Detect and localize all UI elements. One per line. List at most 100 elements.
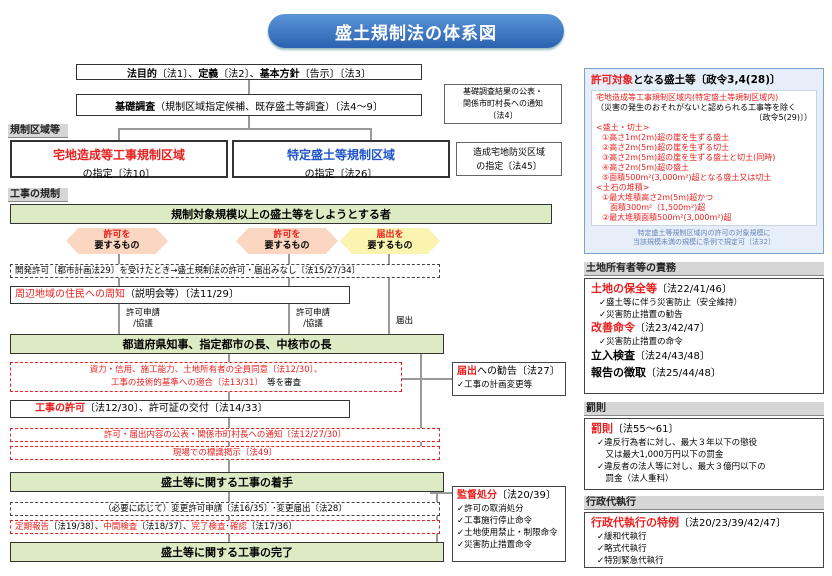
- flow-line-zones: [118, 128, 372, 130]
- section-proxy: 行政代執行: [584, 496, 824, 510]
- proxy-item-2: ✓略式代執行: [597, 544, 647, 554]
- hex-permit-left-line2: 要するもの: [94, 241, 140, 251]
- flow-line-advice: [420, 345, 422, 455]
- owner-box: 土地の保全等〔法22/41/46〕 ✓盛土等に伴う災害防止（安全維持） ✓災害防…: [584, 278, 824, 394]
- proxy-title-red: 行政代執行の特例: [591, 516, 679, 529]
- scope-box: 許可対象となる盛土等〔政令3,4(28)〕 宅地造成等工事規制区域内(特定盛土等…: [584, 68, 824, 254]
- flow-line-advice-h: [390, 378, 452, 380]
- hex-notify-line1: 届出を: [376, 230, 404, 240]
- sign-text: 現場での標識掲示〔法49〕: [172, 448, 278, 458]
- inspect-text: 定期報告〔法19/38〕、中間検査〔法18/37〕、完了検査･確認〔法17/36…: [15, 522, 297, 532]
- owner-i4-bold: 報告の徴取: [591, 366, 646, 379]
- survey-box: 基礎調査（規制区域指定候補、既存盛土等調査）〔法4～9〕: [76, 94, 422, 116]
- authority-box: 都道府県知事、指定都市の長、中核市の長: [10, 334, 444, 354]
- flow-line-center: [288, 232, 290, 334]
- supervision-item-4: ✓災害防止措置命令: [457, 540, 533, 550]
- supervision-title-red: 監督処分: [457, 490, 497, 501]
- scope-pile-1: ①最大堆積高さ2m(5m)超かつ: [602, 193, 714, 202]
- review-line1: 資力・信用、施工能力、土地所有者の全員同意〔法12/30〕、: [89, 365, 323, 375]
- advice-title-rest: への勧告〔法27〕: [477, 366, 560, 377]
- zone-right-line2: の指定〔法45〕: [476, 162, 542, 172]
- scope-cut-head: <盛土・切土>: [596, 123, 650, 132]
- apply-left-label: 許可申請 /協議: [126, 308, 160, 330]
- publish-box: 許可・届出内容の公表・関係市町村長への通知〔法12/27/30〕: [10, 428, 440, 442]
- permit-text: 工事の許可〔法12/30〕、許可証の交付〔法14/33〕: [35, 403, 268, 414]
- notify-label: 届出: [396, 316, 414, 326]
- survey-note-line1: 基礎調査結果の公表・: [463, 87, 543, 96]
- section-construction: 工事の規制: [8, 188, 68, 202]
- owner-i3-rest: 〔法24/43/48〕: [635, 351, 710, 362]
- zone-left-box: 宅地造成等工事規制区域 の指定〔法10〕: [10, 140, 228, 180]
- penalty-title-rest: 〔法55～61〕: [613, 424, 679, 435]
- scope-cut-1: ①高さ1m(2m)超の崖を生ずる盛土: [602, 133, 730, 142]
- penalty-box: 罰則〔法55～61〕 ✓違反行為者に対し、最大３年以下の懲役 又は最大1,000…: [584, 418, 824, 490]
- title-banner: 盛土規制法の体系図: [268, 14, 564, 48]
- review-box: 資力・信用、施工能力、土地所有者の全員同意〔法12/30〕、 工事の技術的基準へ…: [10, 362, 402, 392]
- flow-line-supervision-h: [430, 492, 452, 494]
- survey-note-line3: 〔法4〕: [488, 111, 518, 120]
- flow-line-notify: [388, 246, 390, 334]
- zone-center-title: 特定盛土等規制区域: [286, 148, 395, 162]
- scope-pile-head: <土石の堆積>: [596, 183, 650, 192]
- scope-cut-5: ⑤面積500m²(3,000m²)超となる盛土又は切土: [602, 173, 772, 182]
- scope-cut-3: ③高さ2m(5m)超の崖を生ずる盛土と切土(同時): [602, 153, 776, 162]
- owner-i3-bold: 立入検査: [591, 349, 635, 362]
- scope-foot-1: 特定盛土等規制区域内の許可の対象規模に: [637, 229, 771, 237]
- apply-center-line1: 許可申請: [296, 308, 331, 318]
- notice-text: 周辺地域の住民への周知（説明会等）〔法11/29〕: [15, 289, 239, 300]
- survey-note-line2: 関係市町村長への通知: [463, 99, 543, 108]
- hex-permit-left-line1: 許可を: [103, 230, 131, 240]
- start-text: 盛土等に関する工事の着手: [161, 476, 293, 489]
- advice-title-red: 届出: [457, 366, 477, 377]
- penalty-title-red: 罰則: [591, 422, 613, 435]
- scope-pile-3: ②最大堆積面積500m²(3,000m²)超: [602, 213, 732, 222]
- apply-left-line1: 許可申請: [126, 308, 161, 318]
- survey-note: 基礎調査結果の公表・ 関係市町村長への通知 〔法4〕: [444, 84, 562, 124]
- scope-cut-2: ②高さ2m(5m)超の崖を生ずる切土: [602, 143, 730, 152]
- zone-left-title: 宅地造成等工事規制区域: [52, 148, 185, 162]
- section-zone: 規制区域等: [8, 124, 68, 138]
- sign-box: 現場での標識掲示〔法49〕: [10, 446, 440, 460]
- review-line2-red: 工事の技術的基準への適合〔法13/31〕: [110, 378, 259, 388]
- supervision-box: 監督処分〔法20/39〕 ✓許可の取消処分 ✓工事施行停止命令 ✓土地使用禁止・…: [452, 486, 566, 562]
- scope-pile-2: 面積300m²（1,500m²)超: [602, 203, 706, 212]
- apply-center-label: 許可申請 /協議: [296, 308, 330, 330]
- hex-permit-center-line2: 要するもの: [264, 241, 310, 251]
- authority-text: 都道府県知事、指定都市の長、中核市の長: [122, 338, 332, 351]
- section-penalty: 罰則: [584, 402, 824, 416]
- hex-permit-center: 許可を要するもの: [236, 228, 338, 254]
- zone-center-box: 特定盛土等規制区域 の指定〔法26〕: [232, 140, 450, 180]
- flow-line-survey: [248, 114, 250, 128]
- owner-i1-red: 土地の保全等: [591, 282, 657, 295]
- zone-right-box: 造成宅地防災区域 の指定〔法45〕: [456, 142, 562, 176]
- purpose-text: 法目的〔法1〕、定義〔法2〕、基本方針〔告示〕〔法3〕: [126, 68, 372, 80]
- advice-item: ✓工事の計画変更等: [457, 380, 533, 390]
- intent-text: 規制対象規模以上の盛土等をしようとする者: [171, 208, 391, 221]
- supervision-item-2: ✓工事施行停止命令: [457, 516, 533, 526]
- apply-left-line2: /協議: [133, 319, 153, 329]
- complete-text: 盛土等に関する工事の完了: [161, 546, 293, 559]
- zone-right-line1: 造成宅地防災区域: [472, 148, 545, 158]
- proxy-item-3: ✓特別緊急代執行: [597, 556, 664, 566]
- publish-text: 許可・届出内容の公表・関係市町村長への通知〔法12/27/30〕: [103, 430, 347, 440]
- section-owner: 土地所有者等の責務: [584, 262, 824, 276]
- proxy-item-1: ✓緩和代執行: [597, 532, 647, 542]
- hex-notify: 届出を要するもの: [340, 228, 440, 254]
- deemed-box: 開発許可〔都市計画法29〕を受けたとき→盛土規制法の許可・届出みなし〔法15/2…: [10, 264, 440, 278]
- supervision-item-1: ✓許可の取消処分: [457, 504, 524, 514]
- scope-area-head: 宅地造成等工事規制区域内(特定盛土等規制区域内): [596, 93, 779, 102]
- hex-permit-left: 許可を要するもの: [66, 228, 168, 254]
- change-box: （必要に応じて）変更許可申請〔法16/35〕･変更届出〔法28〕: [10, 502, 440, 516]
- survey-text: 基礎調査（規制区域指定候補、既存盛土等調査）〔法4～9〕: [115, 101, 383, 113]
- owner-i4-rest: 〔法25/44/48〕: [646, 368, 721, 379]
- start-box: 盛土等に関する工事の着手: [10, 472, 444, 492]
- owner-i1-sub1: ✓盛土等に伴う災害防止（安全維持）: [599, 298, 743, 308]
- proxy-title-rest: 〔法20/23/39/42/47〕: [679, 518, 787, 529]
- permit-box: 工事の許可〔法12/30〕、許可証の交付〔法14/33〕: [10, 400, 350, 418]
- inspect-box: 定期報告〔法19/38〕、中間検査〔法18/37〕、完了検査･確認〔法17/36…: [10, 520, 440, 534]
- scope-area-sub2: 〔政令5(29)〕）: [754, 113, 812, 122]
- scope-area-sub1: （災害の発生のおそれがないと認められる工事等を除く: [596, 103, 796, 112]
- complete-box: 盛土等に関する工事の完了: [10, 542, 444, 562]
- notice-box: 周辺地域の住民への周知（説明会等）〔法11/29〕: [10, 286, 350, 304]
- change-text: （必要に応じて）変更許可申請〔法16/35〕･変更届出〔法28〕: [103, 504, 347, 514]
